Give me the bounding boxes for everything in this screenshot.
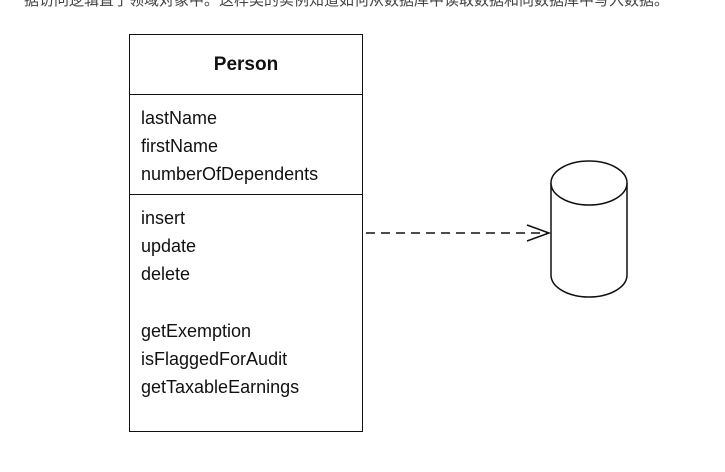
- operation: update: [141, 236, 197, 256]
- person-class-box: Person lastName firstName numberOfDepend…: [129, 34, 363, 432]
- attributes-compartment: lastName firstName numberOfDependents: [130, 94, 362, 195]
- cylinder-icon: [550, 160, 628, 298]
- operation: getTaxableEarnings: [141, 377, 300, 397]
- dependency-arrow: [366, 224, 552, 242]
- operation: delete: [141, 264, 191, 284]
- operation: getExemption: [141, 321, 252, 341]
- operation: isFlaggedForAudit: [141, 349, 288, 369]
- caption-fragment: 据访问逻辑置于领域对象中。这样类的实例知道如何从数据库中读取数据和向数据库中写入…: [24, 0, 670, 9]
- operation: insert: [141, 208, 186, 228]
- attribute: lastName: [141, 108, 218, 128]
- attribute: firstName: [141, 136, 219, 156]
- class-name: Person: [130, 35, 362, 95]
- attribute: numberOfDependents: [141, 164, 319, 184]
